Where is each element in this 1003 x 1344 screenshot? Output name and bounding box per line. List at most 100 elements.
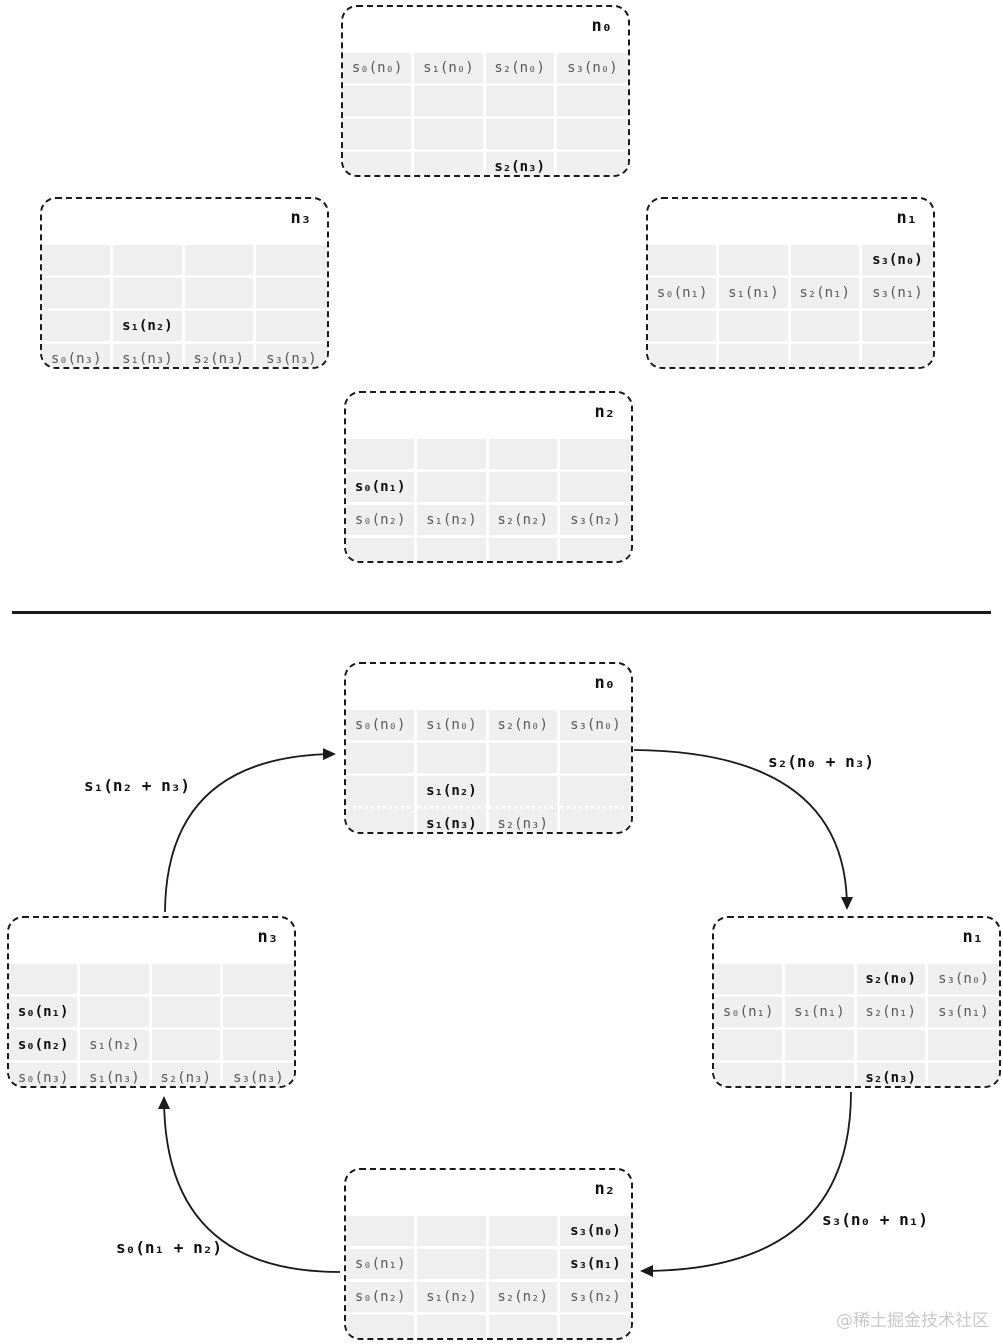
grid-cell [151, 1030, 223, 1063]
grid-cell [488, 1315, 560, 1338]
grid-cell: s₀(n₀) [343, 53, 415, 86]
edge-label-n2-to-n3: s₀(n₁ + n₂) [116, 1238, 222, 1257]
grid-cell [559, 776, 631, 809]
grid-cell: s₁(n₃) [113, 344, 185, 367]
grid-cell: s₂(n₀) [856, 964, 928, 997]
grid-cell [559, 538, 631, 561]
grid-cell [714, 1063, 786, 1086]
grid-cell [151, 964, 223, 997]
grid-cell: s₃(n₁) [861, 278, 933, 311]
grid-cell [559, 743, 631, 776]
edge-label-n1-to-n2: s₃(n₀ + n₁) [822, 1210, 928, 1229]
edge-label-n3-to-n0: s₁(n₂ + n₃) [84, 776, 190, 795]
grid-cell: s₃(n₃) [255, 344, 327, 367]
grid-cell: s₀(n₂) [346, 1282, 418, 1315]
grid-cell [417, 1216, 489, 1249]
grid-cell: s₁(n₂) [417, 505, 489, 538]
grid-cell [719, 344, 791, 367]
grid-cell: s₂(n₀) [485, 53, 557, 86]
grid-cell [346, 1315, 418, 1338]
grid-cell [184, 278, 256, 311]
grid-cell [417, 743, 489, 776]
grid-cell [559, 472, 631, 505]
grid-cell [559, 1315, 631, 1338]
node-grid: s₃(n₀)s₀(n₁)s₃(n₁)s₀(n₂)s₁(n₂)s₂(n₂)s₃(n… [346, 1216, 631, 1338]
grid-cell: s₂(n₃) [184, 344, 256, 367]
grid-cell [556, 119, 628, 152]
grid-cell: s₁(n₂) [113, 311, 185, 344]
grid-cell: s₁(n₂) [417, 776, 489, 809]
arrow-n3-to-n0 [164, 748, 336, 913]
node-box-ring-n3: n₃ s₀(n₁)s₀(n₂)s₁(n₂)s₀(n₃)s₁(n₃)s₂(n₃)s… [7, 916, 296, 1088]
node-grid: s₀(n₁)s₀(n₂)s₁(n₂)s₀(n₃)s₁(n₃)s₂(n₃)s₃(n… [9, 964, 294, 1086]
grid-cell [222, 997, 294, 1030]
grid-cell: s₁(n₀) [417, 710, 489, 743]
grid-cell: s₀(n₁) [648, 278, 720, 311]
grid-cell [346, 809, 418, 832]
grid-cell: s₃(n₀) [927, 964, 999, 997]
grid-cell: s₀(n₂) [346, 505, 418, 538]
node-grid: s₁(n₂)s₀(n₃)s₁(n₃)s₂(n₃)s₃(n₃) [42, 245, 327, 367]
grid-cell [556, 152, 628, 175]
node-title: n₃ [290, 208, 311, 228]
grid-cell [927, 1063, 999, 1086]
grid-cell [222, 1030, 294, 1063]
grid-cell [255, 278, 327, 311]
grid-cell [488, 1249, 560, 1282]
grid-cell [113, 278, 185, 311]
grid-cell [346, 538, 418, 561]
grid-cell: s₀(n₃) [9, 1063, 81, 1086]
grid-cell [113, 245, 185, 278]
grid-cell [488, 439, 560, 472]
node-grid: s₂(n₀)s₃(n₀)s₀(n₁)s₁(n₁)s₂(n₁)s₃(n₁)s₂(n… [714, 964, 999, 1086]
grid-cell: s₃(n₀) [861, 245, 933, 278]
grid-cell [488, 472, 560, 505]
grid-cell [417, 1315, 489, 1338]
grid-cell: s₂(n₂) [488, 1282, 560, 1315]
grid-cell: s₂(n₂) [488, 505, 560, 538]
grid-cell [42, 311, 114, 344]
grid-cell [785, 1030, 857, 1063]
node-box-top-n1: n₁ s₃(n₀)s₀(n₁)s₁(n₁)s₂(n₁)s₃(n₁) [646, 197, 935, 369]
node-title: n₃ [257, 927, 278, 947]
grid-cell: s₃(n₁) [559, 1249, 631, 1282]
node-title: n₀ [594, 673, 615, 693]
grid-cell [556, 86, 628, 119]
grid-cell [488, 743, 560, 776]
grid-cell [80, 997, 152, 1030]
grid-cell [417, 538, 489, 561]
grid-cell [714, 1030, 786, 1063]
grid-cell: s₃(n₃) [222, 1063, 294, 1086]
grid-cell [343, 152, 415, 175]
grid-cell: s₂(n₃) [151, 1063, 223, 1086]
grid-cell [151, 997, 223, 1030]
grid-cell [343, 119, 415, 152]
grid-cell [414, 152, 486, 175]
grid-cell: s₃(n₀) [559, 1216, 631, 1249]
node-title: n₂ [594, 1179, 615, 1199]
grid-cell [790, 311, 862, 344]
grid-cell: s₁(n₀) [414, 53, 486, 86]
grid-cell [488, 1216, 560, 1249]
grid-cell: s₃(n₀) [559, 710, 631, 743]
grid-cell: s₁(n₃) [417, 809, 489, 832]
grid-cell: s₁(n₁) [719, 278, 791, 311]
grid-cell [559, 439, 631, 472]
grid-cell: s₀(n₁) [714, 997, 786, 1030]
node-box-ring-n1: n₁ s₂(n₀)s₃(n₀)s₀(n₁)s₁(n₁)s₂(n₁)s₃(n₁)s… [712, 916, 1001, 1088]
grid-cell [648, 245, 720, 278]
node-box-ring-n0: n₀ s₀(n₀)s₁(n₀)s₂(n₀)s₃(n₀)s₁(n₂)s₁(n₃)s… [344, 662, 633, 834]
grid-cell [648, 344, 720, 367]
node-title: n₀ [591, 16, 612, 36]
grid-cell [343, 86, 415, 119]
watermark: @稀土掘金技术社区 [836, 1311, 989, 1331]
grid-cell: s₀(n₁) [9, 997, 81, 1030]
grid-cell [861, 311, 933, 344]
grid-cell [414, 119, 486, 152]
grid-cell [785, 964, 857, 997]
grid-cell [222, 964, 294, 997]
grid-cell [417, 1249, 489, 1282]
grid-cell [42, 278, 114, 311]
node-grid: s₃(n₀)s₀(n₁)s₁(n₁)s₂(n₁)s₃(n₁) [648, 245, 933, 367]
